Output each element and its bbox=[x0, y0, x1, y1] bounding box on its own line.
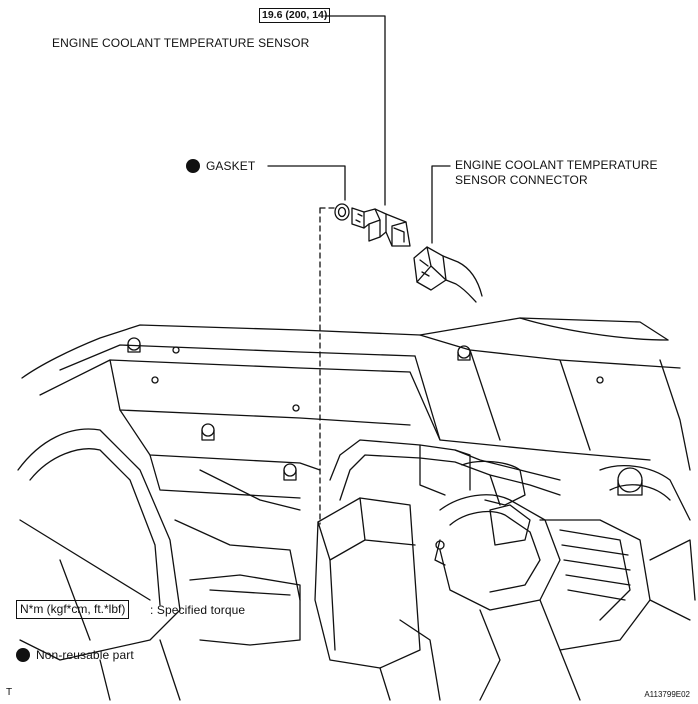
gasket-leader-line bbox=[267, 165, 346, 201]
connector-label-line2: SENSOR CONNECTOR bbox=[455, 173, 588, 187]
torque-leader-line bbox=[324, 15, 386, 206]
install-dashed-line bbox=[319, 207, 339, 525]
gasket-ring bbox=[334, 203, 350, 221]
footer-left-code: T bbox=[6, 687, 13, 698]
sensor-body bbox=[351, 207, 411, 247]
gasket-label: GASKET bbox=[206, 159, 256, 173]
nonreusable-legend-text: Non-reusable part bbox=[36, 648, 134, 662]
torque-legend-text: : Specified torque bbox=[150, 603, 246, 617]
torque-spec-box: 19.6 (200, 14) bbox=[259, 8, 331, 23]
connector-label-line1: ENGINE COOLANT TEMPERATURE bbox=[455, 158, 658, 172]
connector-leader-line bbox=[431, 165, 451, 244]
engine-block bbox=[17, 317, 696, 701]
torque-spec-value: 19.6 (200, 14) bbox=[262, 9, 328, 21]
figure-id: A113799E02 bbox=[644, 690, 690, 699]
connector-body bbox=[413, 246, 483, 303]
sensor-label: ENGINE COOLANT TEMPERATURE SENSOR bbox=[52, 36, 310, 50]
nonreusable-marker-icon bbox=[186, 159, 200, 173]
torque-legend-units: N*m (kgf*cm, ft.*lbf) bbox=[20, 602, 126, 616]
torque-legend-box: N*m (kgf*cm, ft.*lbf) bbox=[16, 600, 130, 619]
filled-circle-icon bbox=[16, 648, 30, 662]
